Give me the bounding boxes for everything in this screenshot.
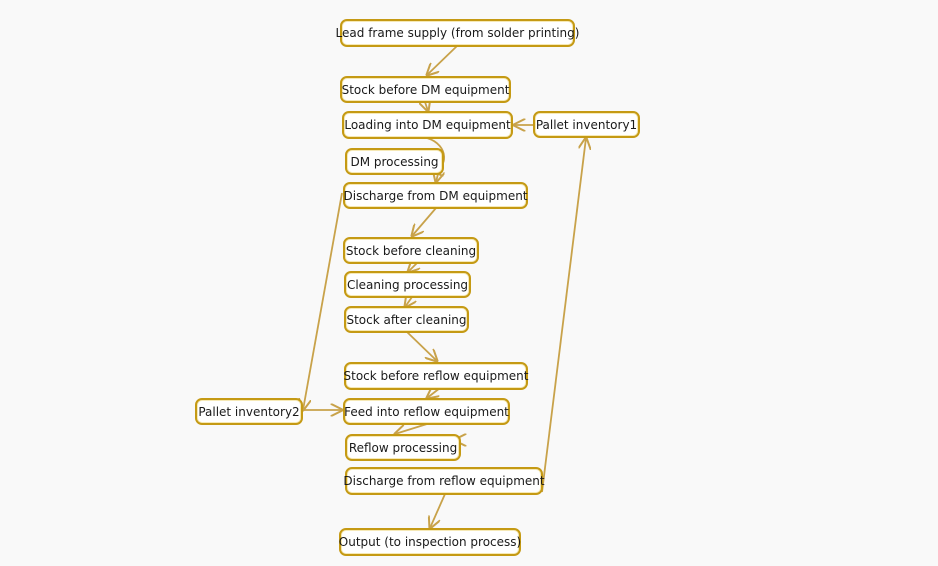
node-pallet-inventory2[interactable]: Pallet inventory2 <box>195 398 303 425</box>
node-stock-after-cleaning[interactable]: Stock after cleaning <box>344 306 469 333</box>
node-discharge-from-dm[interactable]: Discharge from DM equipment <box>343 182 528 209</box>
node-discharge-from-reflow[interactable]: Discharge from reflow equipment <box>343 467 545 495</box>
node-dm-processing[interactable]: DM processing <box>345 148 444 175</box>
edge-supply-to-stock-dm <box>427 45 458 75</box>
edge-dm-processing-to-discharge <box>436 174 438 182</box>
edge-discharge-reflow-to-output <box>430 493 446 528</box>
node-stock-before-dm[interactable]: Stock before DM equipment <box>340 76 511 103</box>
edge-stock-after-to-stock-reflow <box>405 330 437 361</box>
edge-feed-reflow-to-reflow-processing <box>395 423 428 434</box>
edge-cleaning-processing-to-stock-after <box>405 297 412 307</box>
edge-stock-dm-to-loading <box>425 102 428 111</box>
node-output[interactable]: Output (to inspection process) <box>339 528 521 556</box>
edge-discharge-dm-to-stock-cleaning <box>412 207 437 236</box>
node-loading-into-dm[interactable]: Loading into DM equipment <box>342 111 513 139</box>
edge-discharge-dm-to-pallet2 <box>303 192 343 410</box>
node-reflow-processing[interactable]: Reflow processing <box>345 434 461 461</box>
node-lead-frame-supply[interactable]: Lead frame supply (from solder printing) <box>336 19 579 47</box>
node-feed-into-reflow[interactable]: Feed into reflow equipment <box>343 398 510 425</box>
edge-discharge-reflow-to-pallet1 <box>541 138 586 493</box>
node-pallet-inventory1[interactable]: Pallet inventory1 <box>533 111 640 138</box>
node-stock-before-cleaning[interactable]: Stock before cleaning <box>343 237 479 264</box>
node-stock-before-reflow[interactable]: Stock before reflow equipment <box>344 362 529 390</box>
node-cleaning-processing[interactable]: Cleaning processing <box>344 271 471 298</box>
